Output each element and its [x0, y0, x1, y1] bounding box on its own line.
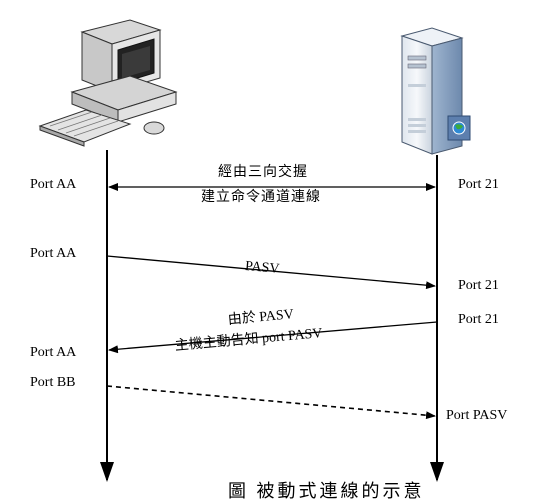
server-port-reply: Port 21	[458, 312, 499, 327]
server-port-handshake: Port 21	[458, 177, 499, 192]
handshake-label-line2: 建立命令通道連線	[201, 190, 321, 205]
client-port-data: Port BB	[30, 375, 76, 390]
server-lifeline-arrowhead	[430, 462, 444, 482]
reply-arrow	[108, 321, 438, 354]
handshake-label-line1: 經由三向交握	[218, 165, 308, 180]
server-port-pasv: Port 21	[458, 278, 499, 293]
client-lifeline-arrowhead	[100, 462, 114, 482]
pasv-arrow	[106, 255, 436, 290]
data-connection-arrow	[106, 385, 436, 420]
client-port-handshake: Port AA	[30, 177, 77, 192]
client-port-reply: Port AA	[30, 345, 77, 360]
figure-caption: 圖 被動式連線的示意	[228, 481, 425, 501]
pasv-label: PASV	[244, 259, 281, 277]
server-port-data: Port PASV	[446, 408, 508, 423]
desktop-computer-icon	[38, 19, 178, 147]
client-port-pasv: Port AA	[30, 246, 77, 261]
server-tower-icon	[400, 27, 471, 155]
